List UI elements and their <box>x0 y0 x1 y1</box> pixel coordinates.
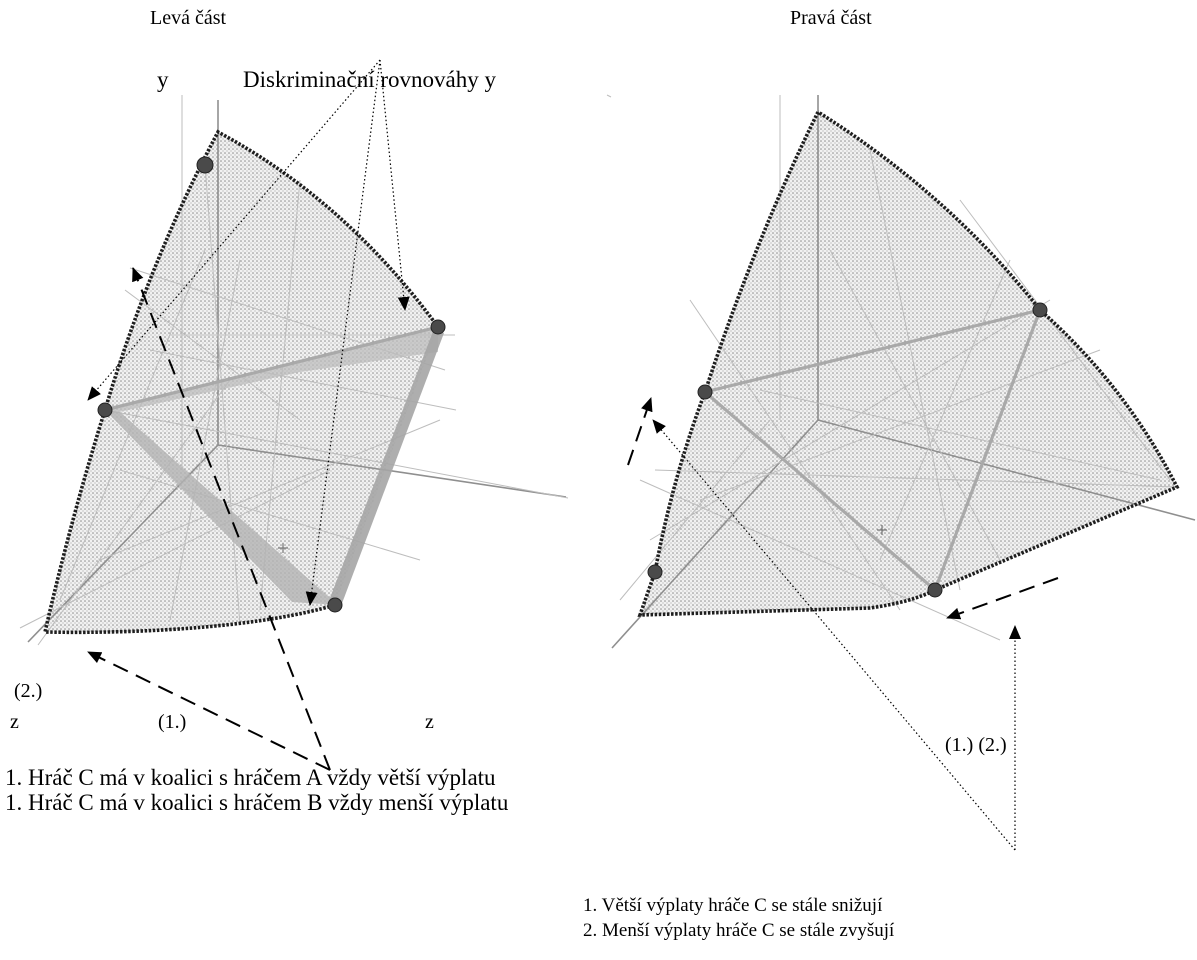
right-equilibrium-lines <box>703 308 1042 592</box>
right-plus-marker <box>877 525 887 535</box>
right-grid-lines <box>606 94 1196 649</box>
left-note: 1. Hráč C má v koalici s hráčem A vždy v… <box>5 765 496 790</box>
left-y-axis-label: y <box>157 67 169 92</box>
right-note: 1. Větší výplaty hráče C se stále snižuj… <box>583 895 883 916</box>
equilibrium-point <box>647 564 663 580</box>
right-band <box>328 329 444 606</box>
equilibria-callout: Diskriminační rovnováhy y <box>243 67 496 92</box>
left-note: 1. Hráč C má v koalici s hráčem B vždy m… <box>5 790 509 815</box>
dashed-arrow <box>627 397 653 466</box>
left-arrows <box>87 59 410 771</box>
equilibrium-point <box>327 597 343 613</box>
left-x-axis-line <box>217 444 567 498</box>
right-note: 2. Menší výplaty hráče C se stále zvyšuj… <box>583 920 895 941</box>
right-x-axis-line <box>817 419 1196 521</box>
dashed-arrow <box>87 651 331 771</box>
right-diagram <box>606 94 1196 649</box>
dotted-arrow <box>87 59 381 401</box>
equilibrium-point <box>697 384 713 400</box>
right-surface-boundary <box>637 110 1180 617</box>
left-plus-marker <box>278 543 288 553</box>
right-equilibrium-points <box>647 302 1048 598</box>
left-z-axis-label: z <box>10 711 19 733</box>
left-part-title: Levá část <box>150 7 227 29</box>
diagonal-band <box>105 410 338 605</box>
right-part-title: Pravá část <box>790 7 872 29</box>
right-arrows <box>627 397 1059 851</box>
dotted-arrow <box>379 59 410 311</box>
equilibrium-point <box>1032 302 1048 318</box>
equilibrium-point <box>927 582 943 598</box>
left-equilibrium-points <box>97 156 446 613</box>
left-diagram <box>19 95 569 646</box>
dashed-arrow <box>132 267 331 771</box>
left-equilibrium-bands <box>103 325 444 606</box>
dotted-arrow <box>652 419 1016 851</box>
marker-2-label: (2.) <box>14 680 42 702</box>
right-payoff-surface <box>640 112 1177 615</box>
right-markers-label: (1.) (2.) <box>945 734 1007 756</box>
equilibrium-point <box>430 319 446 335</box>
marker-1-label: (1.) <box>158 711 186 733</box>
right-z-axis-label: z <box>425 711 434 733</box>
equilibrium-point <box>196 156 214 174</box>
dashed-arrow <box>946 577 1059 620</box>
equilibrium-point <box>97 402 113 418</box>
